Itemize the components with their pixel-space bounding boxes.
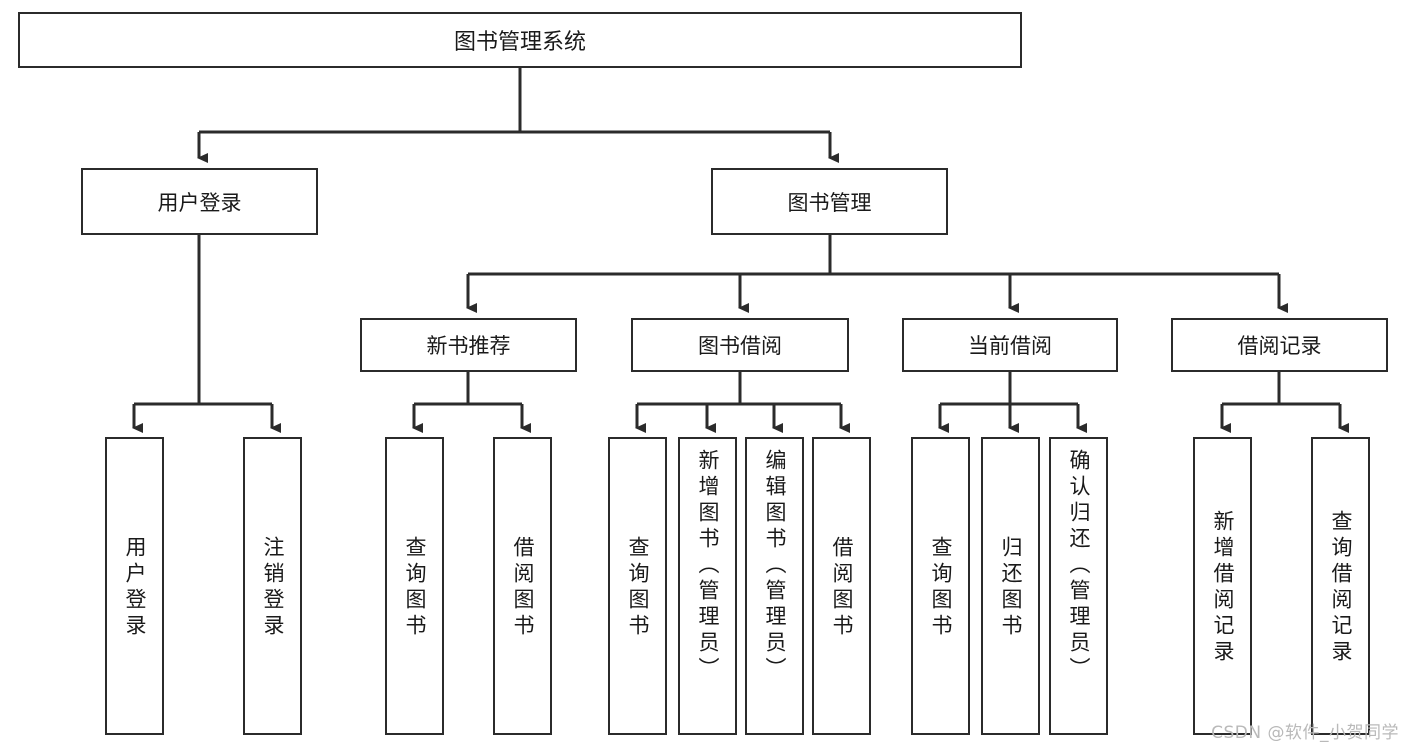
leaf-content: 查询图书 bbox=[913, 443, 968, 733]
leaf-content: 用户登录 bbox=[107, 443, 162, 733]
leaf-query-book-current[interactable]: 查询图书 bbox=[911, 437, 970, 735]
leaf-content: 新增借阅记录 bbox=[1195, 443, 1250, 733]
leaf-query-borrow-record[interactable]: 查询借阅记录 bbox=[1311, 437, 1370, 735]
node-label: 确认归还（管理员） bbox=[1067, 449, 1091, 683]
leaf-content: 归还图书 bbox=[983, 443, 1038, 733]
node-label: 图书借阅 bbox=[698, 334, 782, 358]
leaf-logout-login[interactable]: 注销登录 bbox=[243, 437, 302, 735]
leaf-content: 查询图书 bbox=[387, 443, 442, 733]
leaf-query-book-borrow[interactable]: 查询图书 bbox=[608, 437, 667, 735]
leaf-content: 编辑图书（管理员） bbox=[747, 443, 802, 739]
leaf-user-login[interactable]: 用户登录 bbox=[105, 437, 164, 735]
node-label: 图书管理系统 bbox=[453, 30, 586, 55]
node-borrow-record[interactable]: 借阅记录 bbox=[1171, 318, 1388, 372]
watermark-text: CSDN @软件_小贺同学 bbox=[1211, 723, 1399, 743]
leaf-query-book-recommend[interactable]: 查询图书 bbox=[385, 437, 444, 735]
leaf-edit-book-admin[interactable]: 编辑图书（管理员） bbox=[745, 437, 804, 735]
leaf-content: 查询图书 bbox=[610, 443, 665, 733]
node-book-management[interactable]: 图书管理 bbox=[711, 168, 948, 235]
node-label: 用户登录 bbox=[157, 190, 242, 215]
leaf-return-book[interactable]: 归还图书 bbox=[981, 437, 1040, 735]
node-label: 查询图书 bbox=[626, 536, 650, 640]
leaf-add-borrow-record[interactable]: 新增借阅记录 bbox=[1193, 437, 1252, 735]
node-label: 查询借阅记录 bbox=[1329, 510, 1353, 666]
leaf-content: 新增图书（管理员） bbox=[680, 443, 735, 739]
node-label: 新增借阅记录 bbox=[1211, 510, 1235, 666]
node-label: 图书管理 bbox=[787, 190, 872, 215]
leaf-content: 借阅图书 bbox=[495, 443, 550, 733]
node-label: 用户登录 bbox=[123, 536, 147, 640]
node-label: 查询图书 bbox=[929, 536, 953, 640]
leaf-borrow-book[interactable]: 借阅图书 bbox=[812, 437, 871, 735]
leaf-content: 注销登录 bbox=[245, 443, 300, 733]
node-root-book-management-system[interactable]: 图书管理系统 bbox=[18, 12, 1022, 68]
node-label: 借阅图书 bbox=[511, 536, 535, 640]
leaf-content: 借阅图书 bbox=[814, 443, 869, 733]
node-label: 编辑图书（管理员） bbox=[763, 449, 787, 683]
node-label: 借阅记录 bbox=[1237, 334, 1322, 358]
leaf-content: 确认归还（管理员） bbox=[1051, 443, 1106, 739]
node-book-borrow[interactable]: 图书借阅 bbox=[631, 318, 849, 372]
node-label: 新增图书（管理员） bbox=[696, 449, 720, 683]
node-label: 当前借阅 bbox=[968, 334, 1052, 358]
node-label: 借阅图书 bbox=[830, 536, 854, 640]
leaf-confirm-return-admin[interactable]: 确认归还（管理员） bbox=[1049, 437, 1108, 735]
leaf-borrow-book-recommend[interactable]: 借阅图书 bbox=[493, 437, 552, 735]
node-new-book-recommend[interactable]: 新书推荐 bbox=[360, 318, 577, 372]
node-label: 注销登录 bbox=[261, 536, 285, 640]
leaf-add-book-admin[interactable]: 新增图书（管理员） bbox=[678, 437, 737, 735]
node-label: 新书推荐 bbox=[426, 334, 511, 358]
node-user-login[interactable]: 用户登录 bbox=[81, 168, 318, 235]
node-label: 查询图书 bbox=[403, 536, 427, 640]
node-label: 归还图书 bbox=[999, 536, 1023, 640]
node-current-borrow[interactable]: 当前借阅 bbox=[902, 318, 1118, 372]
leaf-content: 查询借阅记录 bbox=[1313, 443, 1368, 733]
